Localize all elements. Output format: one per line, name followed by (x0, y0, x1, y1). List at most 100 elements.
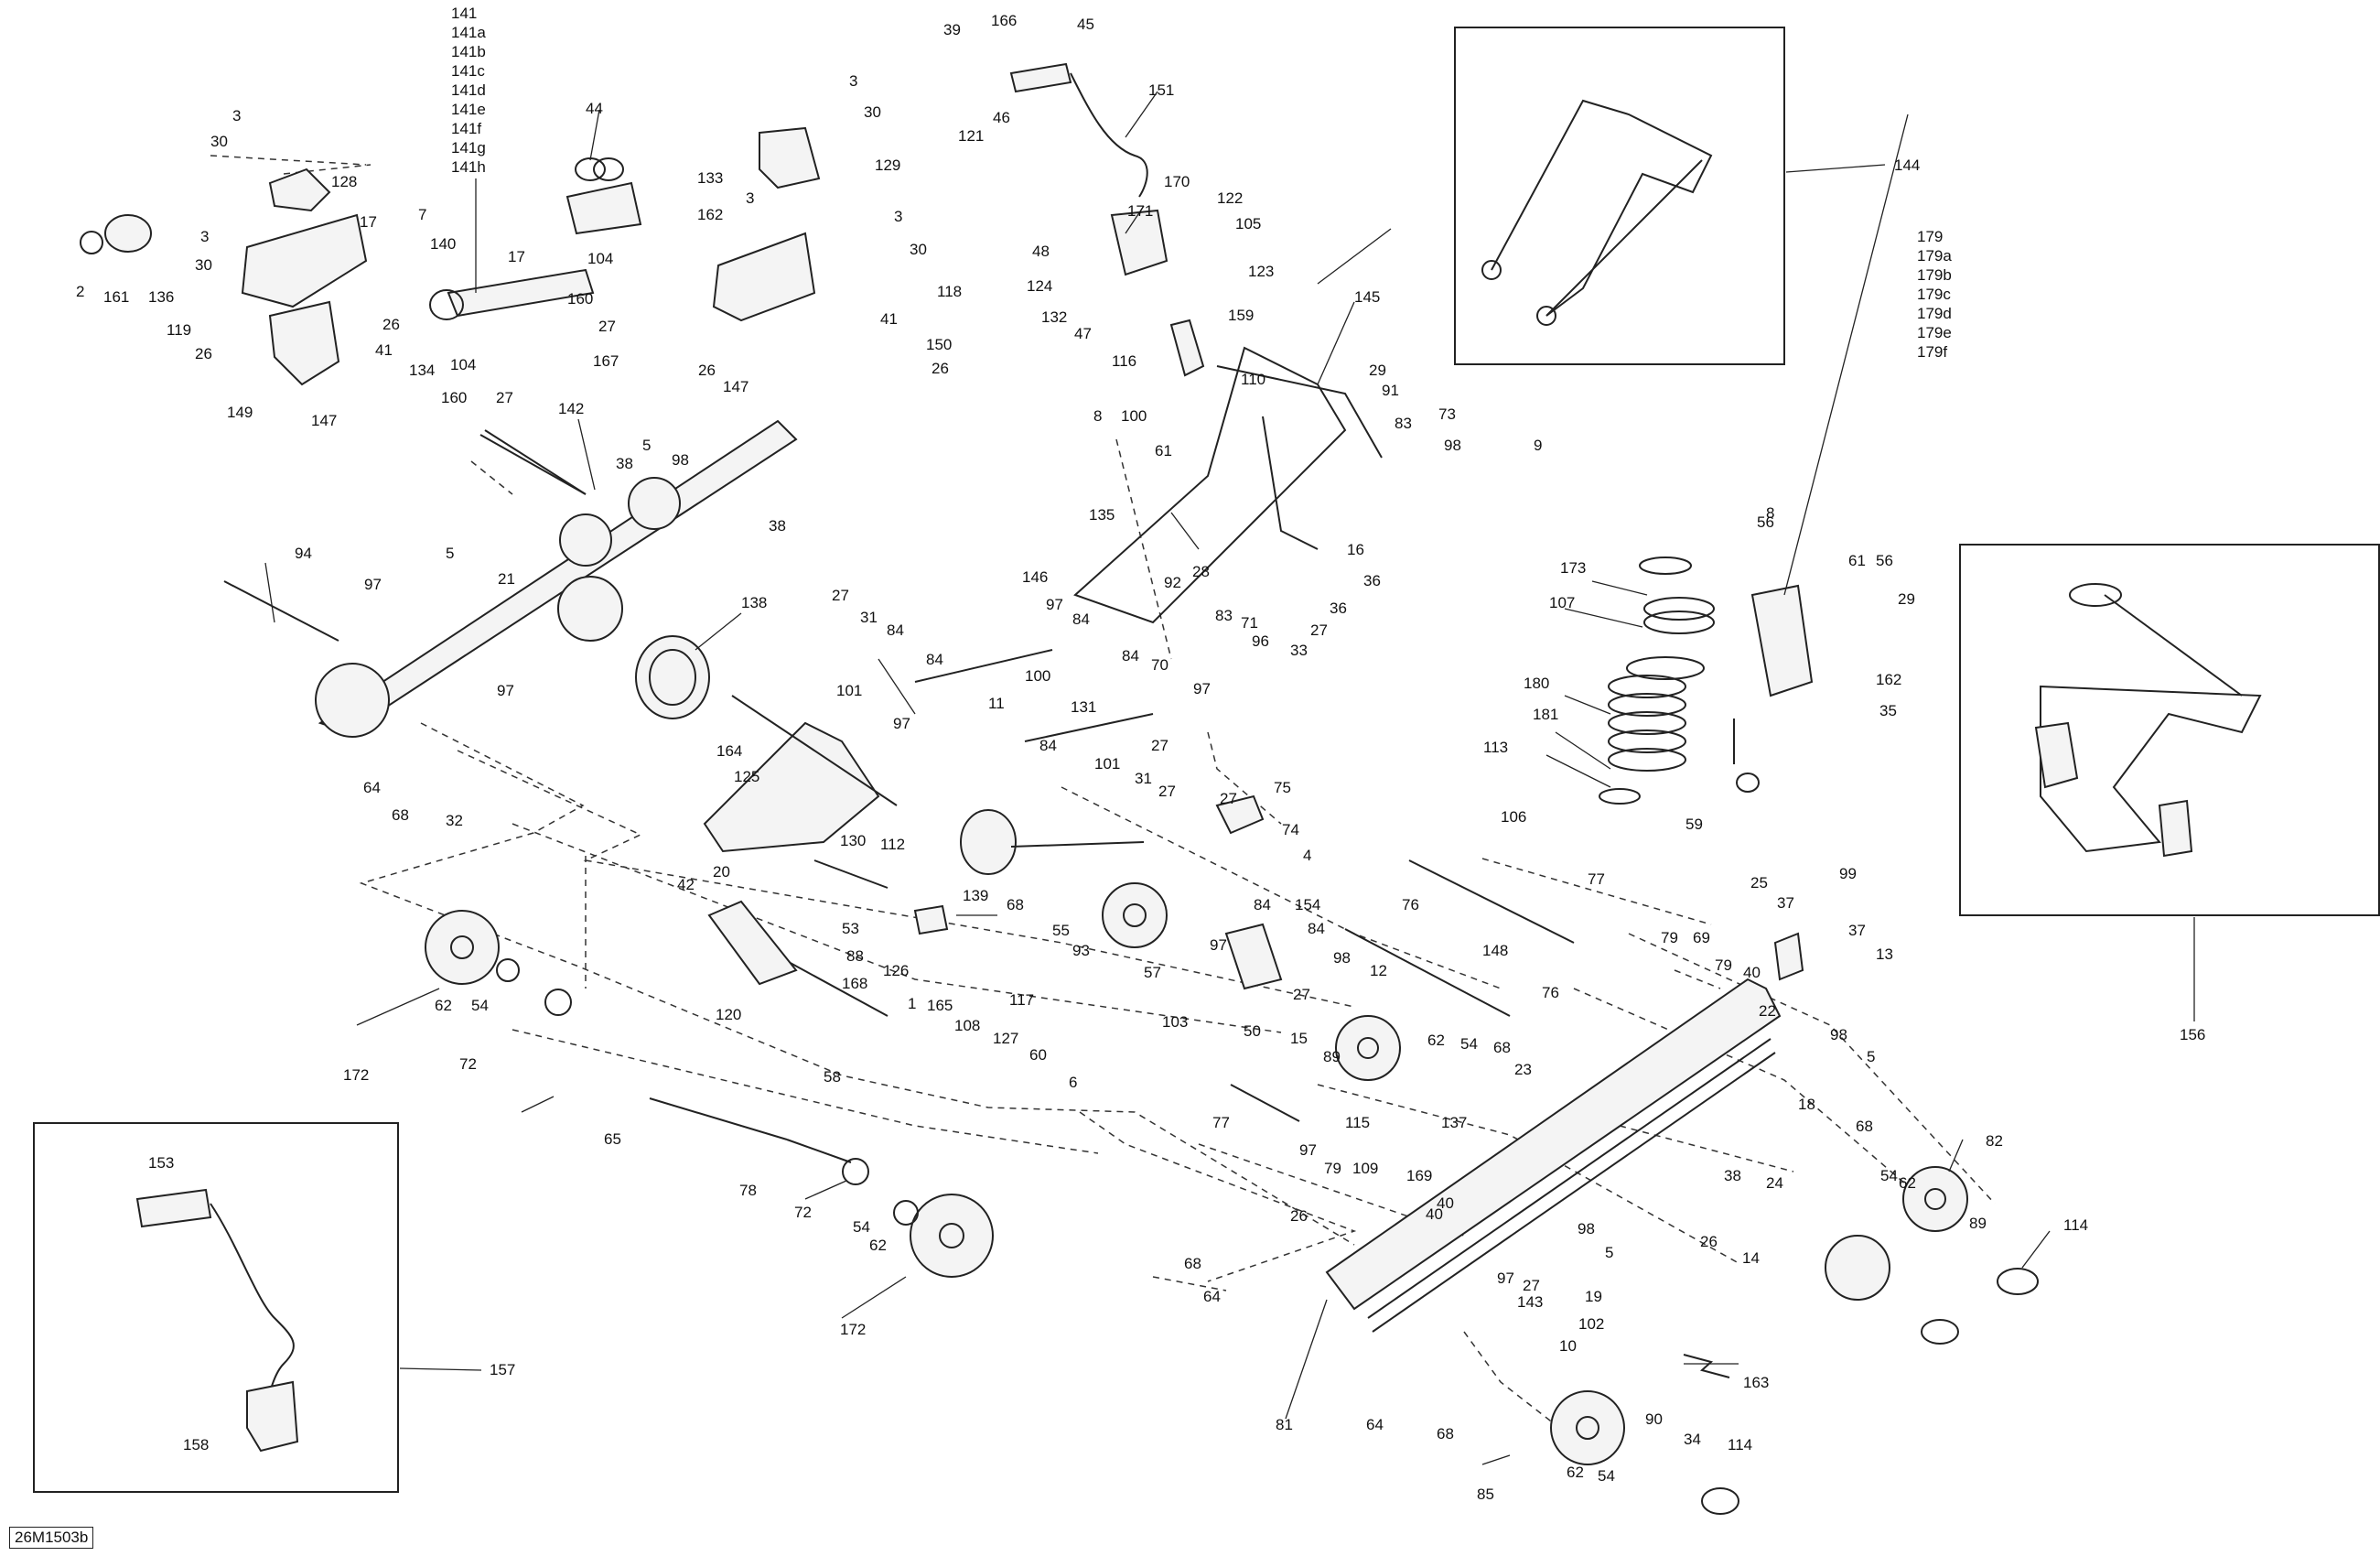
callout-76: 76 (1542, 984, 1559, 1001)
callout-149: 149 (227, 404, 253, 421)
mount-129 (759, 126, 821, 189)
callout-3: 3 (232, 107, 241, 124)
rod-131-a (914, 649, 1053, 683)
callout-20: 20 (713, 863, 730, 881)
callout-41: 41 (880, 310, 898, 328)
callout-26: 26 (1700, 1233, 1718, 1250)
callout-98: 98 (1444, 437, 1461, 454)
callout-25: 25 (1750, 874, 1768, 891)
callout-27: 27 (1220, 790, 1237, 807)
callout-90: 90 (1645, 1410, 1663, 1428)
callout-38: 38 (1724, 1167, 1741, 1184)
callout-56: 56 (1757, 513, 1774, 531)
callout-84: 84 (1072, 611, 1090, 628)
callout-3: 3 (746, 189, 754, 207)
callout-128: 128 (331, 173, 357, 190)
callout-69: 69 (1693, 929, 1710, 946)
callout-8: 8 (1093, 407, 1102, 425)
callout-120: 120 (716, 1006, 741, 1023)
callout-9: 9 (1534, 437, 1542, 454)
callout-97: 97 (1193, 680, 1211, 697)
callout-38: 38 (616, 455, 633, 472)
callout-27: 27 (1523, 1277, 1540, 1294)
callout-22: 22 (1759, 1002, 1776, 1020)
shock-141 (447, 268, 595, 318)
callout-181: 181 (1533, 706, 1558, 723)
callout-83: 83 (1395, 415, 1412, 432)
callout-123: 123 (1248, 263, 1274, 280)
callout-124: 124 (1027, 277, 1052, 295)
callout-76: 76 (1402, 896, 1419, 913)
callout-160: 160 (441, 389, 467, 406)
callout-179f: 179f (1917, 343, 1947, 361)
callout-179c: 179c (1917, 286, 1951, 303)
callout-161: 161 (103, 288, 129, 306)
callout-68: 68 (1493, 1039, 1511, 1056)
callout-62: 62 (435, 997, 452, 1014)
reservoir-105 (1110, 209, 1168, 276)
callout-61: 61 (1848, 552, 1866, 569)
callout-83: 83 (1215, 607, 1233, 624)
callout-5: 5 (446, 545, 454, 562)
bracket-120 (707, 900, 798, 986)
callout-114: 114 (2063, 1216, 2088, 1234)
callout-104: 104 (450, 356, 476, 373)
callout-29: 29 (1369, 362, 1386, 379)
callout-84: 84 (1039, 737, 1057, 754)
spring-139 (960, 809, 1017, 875)
callout-156: 156 (2180, 1026, 2205, 1043)
callout-34: 34 (1684, 1431, 1701, 1448)
callout-68: 68 (392, 806, 409, 824)
cap-114-upper (1997, 1268, 2039, 1295)
callout-101: 101 (836, 682, 862, 699)
callout-104: 104 (587, 250, 613, 267)
callout-18: 18 (1798, 1096, 1815, 1113)
callout-3: 3 (894, 208, 902, 225)
callout-166: 166 (991, 12, 1017, 29)
callout-17: 17 (508, 248, 525, 265)
rod-142 (479, 434, 587, 495)
rod-65 (649, 1097, 788, 1140)
callout-24: 24 (1766, 1174, 1783, 1192)
callout-94: 94 (295, 545, 312, 562)
callout-130: 130 (840, 832, 866, 849)
callout-6: 6 (1069, 1074, 1077, 1091)
callout-31: 31 (860, 609, 878, 626)
callout-91: 91 (1382, 382, 1399, 399)
callout-146: 146 (1022, 568, 1048, 586)
callout-98: 98 (1578, 1220, 1595, 1237)
callout-88: 88 (846, 947, 864, 965)
callout-114: 114 (1728, 1436, 1752, 1453)
callout-64: 64 (363, 779, 381, 796)
callout-150: 150 (926, 336, 952, 353)
callout-97: 97 (497, 682, 514, 699)
callout-89: 89 (1323, 1048, 1341, 1065)
callout-154: 154 (1295, 896, 1320, 913)
callout-108: 108 (954, 1017, 980, 1034)
callout-97: 97 (1210, 936, 1227, 954)
callout-28: 28 (1192, 563, 1210, 580)
plate-149 (268, 300, 340, 386)
wheel-85 (1550, 1390, 1625, 1465)
callout-180: 180 (1524, 675, 1549, 692)
callout-179b: 179b (1917, 266, 1952, 284)
bracket-119 (241, 213, 368, 308)
rod-77-lower (1230, 1084, 1300, 1122)
leader-lines (264, 91, 2051, 1465)
callout-141f: 141f (451, 120, 481, 137)
callout-78: 78 (739, 1182, 757, 1199)
callout-153: 153 (148, 1154, 174, 1172)
wheel-rail-upper (557, 576, 623, 642)
callout-110: 110 (1241, 371, 1265, 388)
callout-84: 84 (1308, 920, 1325, 937)
callout-36: 36 (1363, 572, 1381, 589)
rod-58 (786, 960, 888, 1017)
callout-112: 112 (880, 836, 905, 853)
callout-102: 102 (1578, 1315, 1604, 1333)
callout-62: 62 (869, 1237, 887, 1254)
callout-44: 44 (586, 100, 603, 117)
callout-7: 7 (418, 206, 426, 223)
callout-40: 40 (1426, 1205, 1443, 1223)
callout-179e: 179e (1917, 324, 1952, 341)
callout-113: 113 (1483, 739, 1508, 756)
